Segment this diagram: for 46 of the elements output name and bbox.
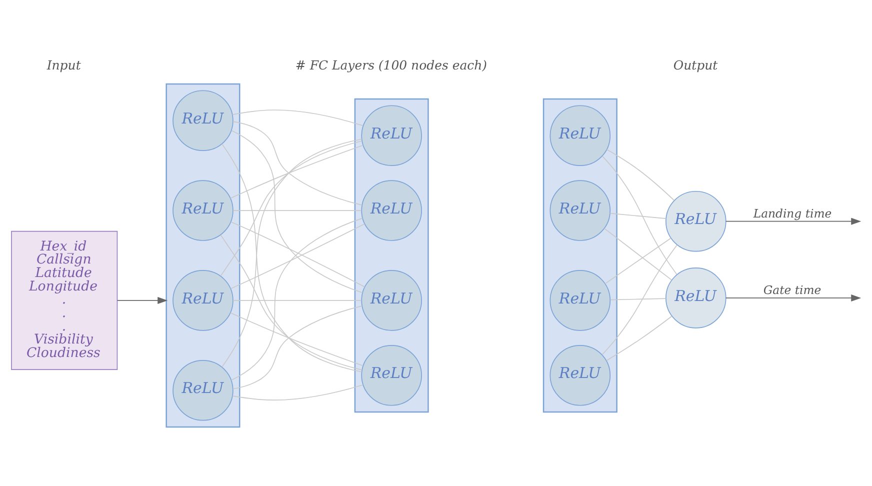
node-circle: ReLU	[361, 180, 422, 241]
node-circle: ReLU	[172, 270, 234, 331]
label: Output	[673, 57, 718, 72]
arrow	[725, 294, 862, 302]
connector	[610, 212, 666, 220]
connector	[602, 244, 678, 356]
connector	[220, 234, 362, 370]
connector	[232, 306, 362, 390]
node-circle: ReLU	[550, 270, 611, 331]
node-circle: ReLU	[361, 105, 422, 166]
node-circle: ReLU	[172, 180, 234, 241]
connector	[604, 228, 672, 280]
node-circle: ReLU	[666, 190, 726, 252]
connector	[231, 130, 363, 294]
edge-label: Gate time	[763, 282, 822, 297]
node-circle: ReLU	[361, 270, 422, 331]
node-circle: ReLU	[550, 345, 611, 406]
node-box: Hex_id Callsign Latitude Longitude . . . Visibility Cloudiness	[11, 230, 118, 370]
connector	[232, 210, 362, 211]
node-circle: ReLU	[361, 345, 422, 406]
connector	[220, 140, 362, 276]
connector	[232, 110, 364, 126]
cluster	[542, 98, 618, 413]
node-circle: ReLU	[666, 268, 726, 328]
node-circle: ReLU	[550, 105, 611, 166]
connector	[232, 300, 362, 301]
connector	[604, 238, 672, 284]
connector	[230, 144, 364, 199]
edge-label: Landing time	[753, 206, 832, 220]
node-circle: ReLU	[550, 180, 611, 241]
connector	[602, 156, 678, 275]
connector	[230, 218, 363, 381]
cluster	[354, 98, 429, 413]
cluster	[166, 83, 240, 428]
connector	[610, 298, 666, 300]
arrow	[725, 218, 862, 225]
arrow	[116, 296, 168, 304]
connector	[230, 312, 364, 366]
label: # FC Layers (100 nodes each)	[295, 57, 488, 72]
connector	[232, 121, 362, 206]
node-circle: ReLU	[172, 90, 234, 151]
connector	[606, 149, 675, 201]
node-circle: ReLU	[172, 360, 234, 421]
label: Input	[46, 57, 81, 72]
connector	[232, 384, 364, 400]
connector	[606, 316, 672, 361]
